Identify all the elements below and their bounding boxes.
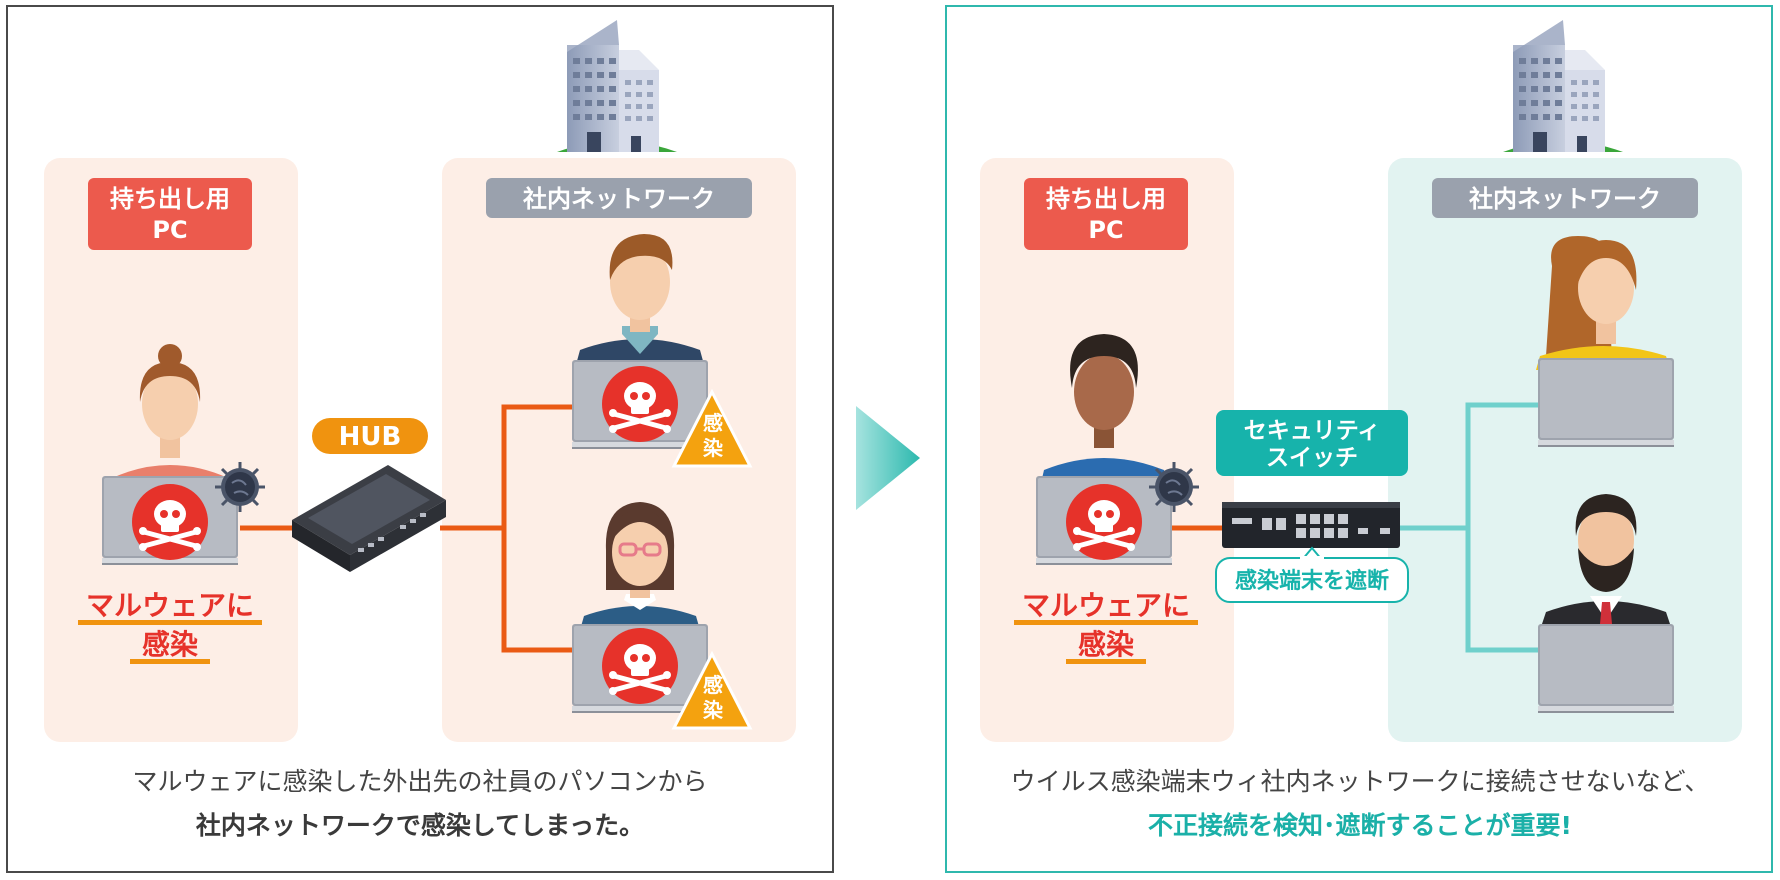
left-network-zone: [442, 158, 796, 742]
security-switch-label: [1216, 410, 1408, 476]
block-callout-text: 感染端末を遮断: [1235, 568, 1389, 594]
hub-label: HUB: [339, 422, 402, 452]
person-icon: [1536, 236, 1670, 370]
left-pc-label-line1: 持ち出し用: [110, 185, 230, 213]
right-malware-underline2: [1066, 659, 1146, 664]
right-malware-line2: 感染: [1078, 628, 1134, 661]
person-icon: [1540, 494, 1672, 630]
right-pc-label-line1: 持ち出し用: [1046, 185, 1166, 213]
left-malware-line2: 感染: [142, 628, 198, 661]
right-remote-zone: [980, 158, 1234, 742]
warning-char2: 染: [703, 436, 724, 460]
left-malware-line1: マルウェアに: [86, 589, 254, 622]
security-switch-line2: スイッチ: [1266, 445, 1358, 471]
hub-badge: [312, 418, 428, 454]
laptop-icon: [1538, 358, 1674, 447]
left-panel-frame: [6, 5, 834, 873]
right-panel-frame: [945, 5, 1773, 873]
left-malware-underline1: [78, 620, 262, 625]
left-malware-underline2: [130, 659, 210, 664]
building-icon: [557, 20, 677, 152]
left-pc-label-line2: PC: [152, 216, 187, 244]
skull-icon: [1066, 484, 1142, 560]
right-pc-label-line2: PC: [1088, 216, 1123, 244]
warning-char1-b: 感: [703, 673, 723, 697]
security-switch-line1: セキュリティ: [1244, 418, 1381, 444]
skull-icon: [602, 628, 678, 704]
left-network-label-text: 社内ネットワーク: [523, 185, 715, 213]
security-switch-icon: [1222, 502, 1400, 548]
warning-char1: 感: [703, 411, 723, 435]
right-caption-line1: ウイルス感染端末ウィ社内ネットワークに接続させないなど、: [1011, 767, 1710, 796]
right-caption-line2: 不正接続を検知･遮断することが重要!: [1148, 811, 1572, 840]
virus-icon: [213, 460, 267, 514]
hub-device-icon: [292, 465, 446, 572]
left-caption-line2: 社内ネットワークで感染してしまった。: [196, 811, 644, 840]
left-caption-line1: マルウェアに感染した外出先の社員のパソコンから: [132, 767, 707, 796]
virus-icon: [1147, 460, 1201, 514]
right-network-zone: [1388, 158, 1742, 742]
right-network-label-text: 社内ネットワーク: [1469, 185, 1661, 213]
right-teal-wires: [1400, 402, 1540, 653]
right-pc-label: [1024, 178, 1188, 250]
left-wires: [240, 404, 610, 653]
right-malware-line1: マルウェアに: [1022, 589, 1190, 622]
warning-char2-b: 染: [703, 698, 724, 722]
skull-icon: [132, 484, 208, 560]
building-icon: [1503, 20, 1623, 152]
right-network-label: [1432, 178, 1698, 218]
skull-icon: [602, 366, 678, 442]
person-icon: [574, 234, 706, 372]
left-network-label: [486, 178, 752, 218]
laptop-icon: [1538, 624, 1674, 713]
right-malware-underline1: [1014, 620, 1198, 625]
left-pc-label: [88, 178, 252, 250]
arrow-right-icon: [856, 406, 920, 510]
